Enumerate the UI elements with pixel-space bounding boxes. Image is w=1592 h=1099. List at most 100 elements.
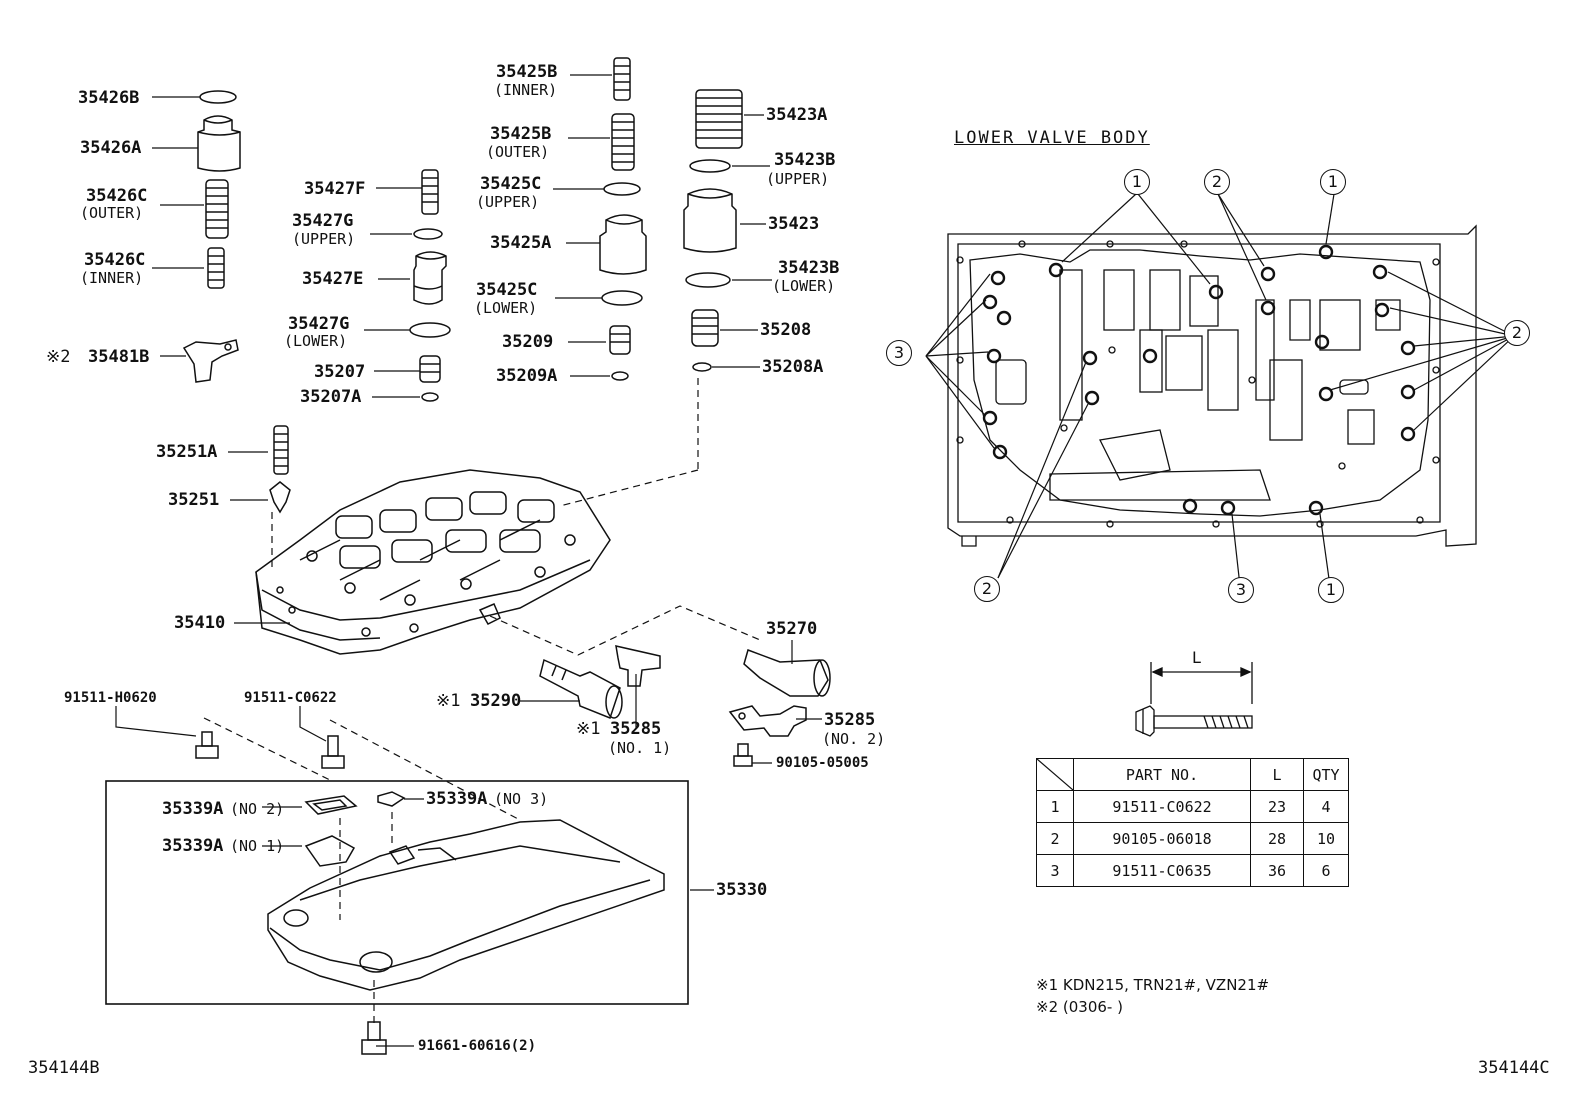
figure-code-right: 354144C xyxy=(1478,1058,1550,1078)
part-35208A-clip xyxy=(692,362,712,372)
label-35425C-upper: 35425C xyxy=(480,174,542,194)
label-35427G-lower: 35427G xyxy=(288,314,350,334)
callout-1-top-left: 1 xyxy=(1124,169,1150,195)
footnote-1: ※1 KDN215, TRN21#, VZN21# xyxy=(1036,976,1270,994)
table-row: 1 91511-C0622 23 4 xyxy=(1036,790,1349,823)
part-35423-sleeve xyxy=(683,188,737,253)
callout-1-top-right: 1 xyxy=(1320,169,1346,195)
label-35425B-inner: 35425B xyxy=(496,62,558,82)
part-35427E-sleeve xyxy=(413,251,447,305)
label-35330: 35330 xyxy=(716,880,768,900)
label-35339A-no2-sub: (NO 2) xyxy=(230,800,285,818)
table-cell-index: 1 xyxy=(1036,790,1074,823)
table-cell-qty: 6 xyxy=(1303,854,1349,887)
table-cell-length: 28 xyxy=(1250,822,1304,855)
part-35425B-inner-spring xyxy=(613,57,631,101)
label-35339A-no1: 35339A xyxy=(162,836,224,856)
label-35208: 35208 xyxy=(760,320,812,340)
figure-code-left: 354144B xyxy=(28,1058,100,1078)
part-35270-solenoid xyxy=(743,649,831,697)
label-35423B-lower: 35423B xyxy=(778,258,840,278)
label-35423B-upper: 35423B xyxy=(774,150,836,170)
table-cell-qty: 10 xyxy=(1303,822,1349,855)
label-35423B-lower-sub: (LOWER) xyxy=(772,277,836,295)
label-35339A-no1-sub: (NO 1) xyxy=(230,837,285,855)
label-35207: 35207 xyxy=(314,362,366,382)
part-35330-oil-pan xyxy=(267,819,665,991)
label-35209A: 35209A xyxy=(496,366,558,386)
label-35285-no2-sub: (NO. 2) xyxy=(822,730,886,748)
label-35285-no2: 35285 xyxy=(824,710,876,730)
part-91511-C0622-bolt xyxy=(321,735,345,769)
label-35481B-mark: ※2 xyxy=(46,347,71,367)
label-35425C-lower: 35425C xyxy=(476,280,538,300)
part-35426C-outer-spring xyxy=(205,179,229,239)
table-row: 3 91511-C0635 36 6 xyxy=(1036,854,1349,887)
callout-1-bottom: 1 xyxy=(1318,577,1344,603)
callout-3-left: 3 xyxy=(886,340,912,366)
label-35425B-outer: 35425B xyxy=(490,124,552,144)
label-35425B-inner-sub: (INNER) xyxy=(494,81,558,99)
table-cell-index: 3 xyxy=(1036,854,1074,887)
table-corner-cell xyxy=(1036,758,1074,791)
label-35285-no1-sub: (NO. 1) xyxy=(608,739,672,757)
table-cell-qty: 4 xyxy=(1303,790,1349,823)
part-35410-valve-body xyxy=(255,469,611,655)
part-35427G-upper-oring xyxy=(413,228,443,240)
part-35427G-lower-oring xyxy=(409,322,451,338)
label-35270: 35270 xyxy=(766,619,818,639)
label-35427G-upper-sub: (UPPER) xyxy=(292,230,356,248)
label-90105-05005: 90105-05005 xyxy=(776,755,869,771)
footnote-2: ※2 (0306- ) xyxy=(1036,998,1123,1016)
label-35426C-inner-sub: (INNER) xyxy=(80,269,144,287)
table-header-row: PART NO. L QTY xyxy=(1036,758,1349,791)
part-35339A-no2-magnet xyxy=(304,795,358,815)
label-35425A: 35425A xyxy=(490,233,552,253)
part-35425C-upper-oring xyxy=(603,182,641,196)
label-35425C-upper-sub: (UPPER) xyxy=(476,193,540,211)
label-35339A-no3: 35339A xyxy=(426,789,488,809)
table-cell-index: 2 xyxy=(1036,822,1074,855)
bolt-dimension-figure xyxy=(1135,662,1253,737)
label-35481B: 35481B xyxy=(88,347,150,367)
table-header-part-no: PART NO. xyxy=(1073,758,1251,791)
label-35425B-outer-sub: (OUTER) xyxy=(486,143,550,161)
label-35410: 35410 xyxy=(174,613,226,633)
part-35285-no1-bracket xyxy=(615,645,661,687)
label-35423: 35423 xyxy=(768,214,820,234)
label-35425C-lower-sub: (LOWER) xyxy=(474,299,538,317)
part-35426A-sleeve xyxy=(197,115,241,172)
part-35426C-inner-spring xyxy=(207,247,225,289)
part-35423B-upper-oring xyxy=(689,159,731,173)
part-91511-H0620-bolt xyxy=(195,731,219,759)
part-35290-solenoid xyxy=(539,658,623,719)
label-35251: 35251 xyxy=(168,490,220,510)
table-header-qty: QTY xyxy=(1303,758,1349,791)
part-35425B-outer-spring xyxy=(611,113,635,171)
oil-pan-frame xyxy=(105,780,689,1005)
part-91661-60616-drain-bolt xyxy=(361,1021,387,1055)
valve-body-bolt-holes xyxy=(982,244,1416,516)
bolt-length-label: L xyxy=(1192,648,1201,667)
part-35425A-sleeve xyxy=(599,214,647,275)
label-35290-mark: ※1 xyxy=(436,691,461,711)
label-35423B-upper-sub: (UPPER) xyxy=(766,170,830,188)
part-35208-plug xyxy=(691,309,719,347)
part-35425C-lower-oring xyxy=(601,290,643,306)
part-35285-no2-bracket xyxy=(728,705,807,737)
part-35251A-spring xyxy=(273,425,289,475)
part-90105-05005-bolt xyxy=(733,743,753,767)
label-35426B: 35426B xyxy=(78,88,140,108)
table-cell-part-no: 91511-C0622 xyxy=(1073,790,1251,823)
part-35251-check-ball xyxy=(269,481,291,514)
leader-lines xyxy=(115,74,822,1047)
table-cell-part-no: 91511-C0635 xyxy=(1073,854,1251,887)
bolt-parts-table: PART NO. L QTY 1 91511-C0622 23 4 2 9010… xyxy=(1036,758,1349,887)
label-35426C-outer: 35426C xyxy=(86,186,148,206)
label-35208A: 35208A xyxy=(762,357,824,377)
label-35339A-no2: 35339A xyxy=(162,799,224,819)
label-35209: 35209 xyxy=(502,332,554,352)
label-35426C-outer-sub: (OUTER) xyxy=(80,204,144,222)
label-35207A: 35207A xyxy=(300,387,362,407)
